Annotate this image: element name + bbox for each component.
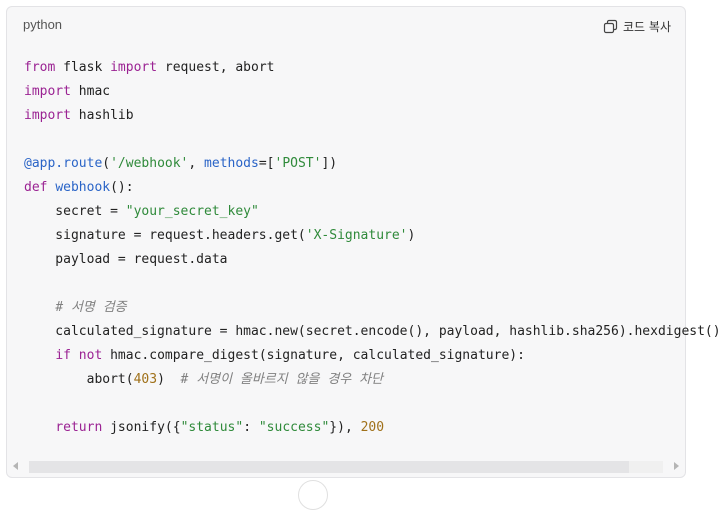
- code-line: abort(403) # 서명이 올바르지 않을 경우 차단: [24, 372, 383, 387]
- copy-icon: [603, 19, 618, 33]
- code-line: secret = "your_secret_key": [24, 204, 259, 219]
- scrollbar-thumb[interactable]: [29, 461, 629, 473]
- copy-code-button[interactable]: 코드 복사: [603, 17, 671, 35]
- scroll-right-arrow-icon[interactable]: [674, 462, 679, 470]
- code-block: python 코드 복사 from flask import request, …: [6, 6, 721, 478]
- code-line: import hashlib: [24, 108, 134, 123]
- code-block-header: python 코드 복사: [7, 7, 685, 43]
- copy-code-label: 코드 복사: [623, 19, 671, 34]
- code-line: if not hmac.compare_digest(signature, ca…: [55, 348, 525, 363]
- horizontal-scrollbar[interactable]: [7, 455, 685, 477]
- code-line: from flask import request, abort: [24, 60, 275, 75]
- scroll-down-button[interactable]: [298, 480, 328, 510]
- code-line: signature = request.headers.get('X-Signa…: [24, 228, 416, 243]
- code-line: def webhook():: [24, 180, 134, 195]
- code-line: @app.route('/webhook', methods=['POST']): [24, 156, 338, 171]
- code-language-label: python: [23, 17, 63, 32]
- code-area[interactable]: from flask import request, abort import …: [7, 56, 721, 448]
- scroll-left-arrow-icon[interactable]: [13, 462, 18, 470]
- code-line: return jsonify({"status": "success"}), 2…: [55, 420, 385, 435]
- code-line: # 서명 검증: [55, 300, 127, 315]
- code-line: import hmac: [24, 84, 111, 99]
- code-line: payload = request.data: [24, 252, 228, 267]
- code-text: from flask import request, abort import …: [7, 56, 721, 440]
- code-line: calculated_signature = hmac.new(secret.e…: [24, 324, 721, 339]
